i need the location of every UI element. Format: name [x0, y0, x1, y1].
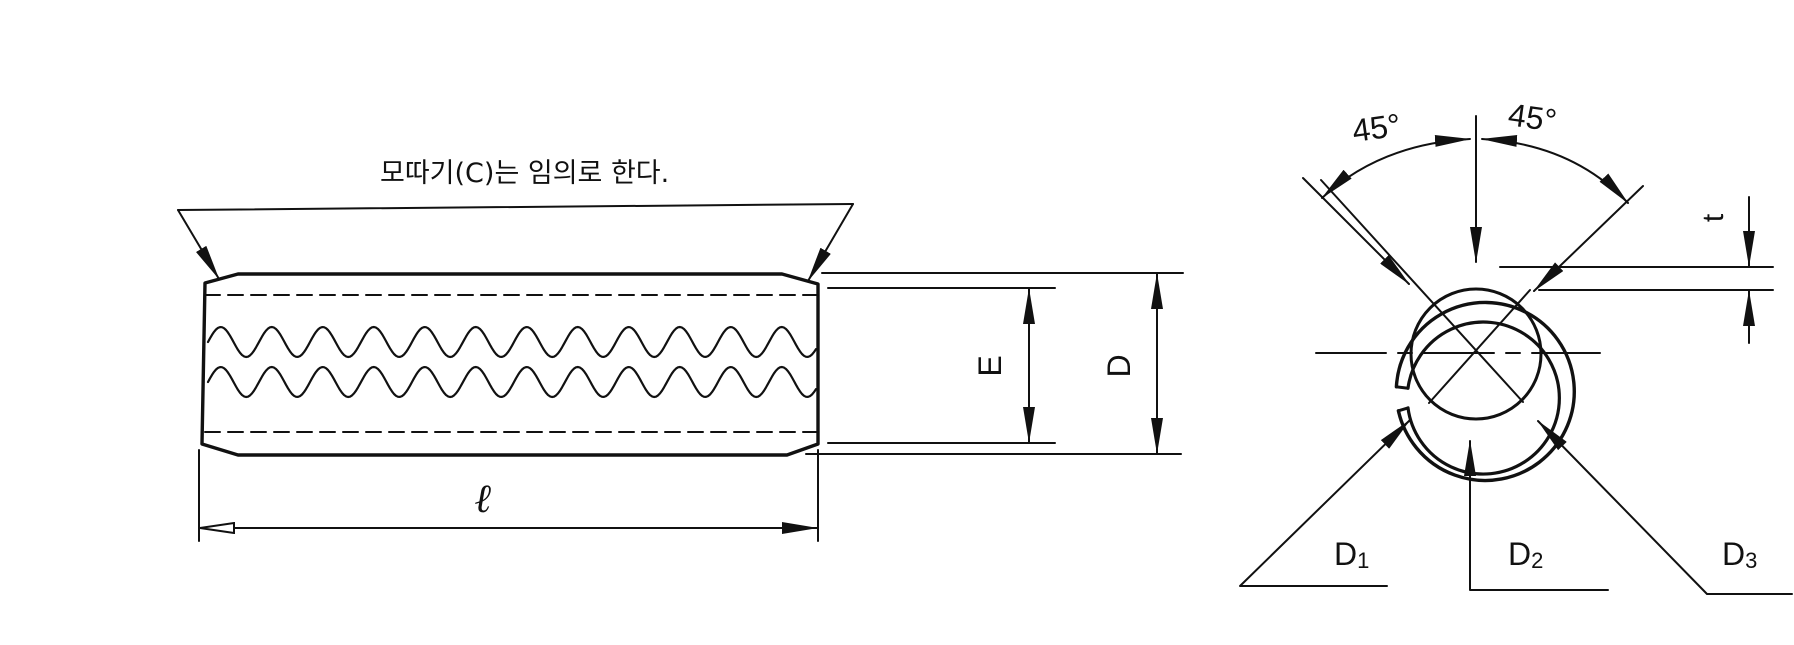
- slot-wave-bottom: [206, 365, 818, 399]
- chamfer-note: 모따기(C)는 임의로 한다.: [380, 158, 669, 189]
- inner-diameter-label: E: [972, 355, 1008, 376]
- chamfer-leader-right: [807, 203, 854, 282]
- d3-label: D3: [1722, 536, 1757, 573]
- outer-ring: [1394, 300, 1576, 483]
- slot-edge-1: [1394, 385, 1410, 390]
- outer-diameter-label: D: [1101, 354, 1137, 377]
- angle-ray-left: [1302, 177, 1410, 285]
- slot-edge-2: [1396, 406, 1410, 413]
- end-view: [1239, 115, 1793, 595]
- angle-arc-right: [1481, 134, 1629, 204]
- angle-left-label: 45°: [1350, 107, 1403, 149]
- angle-right-label: 45°: [1506, 96, 1559, 138]
- diagonal-line-1: [1320, 179, 1524, 403]
- length-label: ℓ: [475, 476, 492, 521]
- d3-leader: [1537, 420, 1793, 595]
- middle-ring: [1406, 320, 1561, 476]
- slot-wave-top: [206, 325, 818, 359]
- d1-leader: [1239, 419, 1411, 587]
- chamfer-leader-left: [177, 209, 220, 280]
- angle-arc-left: [1321, 134, 1471, 199]
- chamfer-leader-top: [177, 203, 854, 211]
- d1-label: D1: [1334, 536, 1369, 573]
- d2-leader: [1464, 440, 1609, 591]
- thickness-label: t: [1697, 213, 1730, 222]
- side-view: [177, 203, 1184, 542]
- pin-body-outline: [200, 272, 820, 457]
- diagonal-line-2: [1428, 289, 1531, 404]
- d2-label: D2: [1508, 536, 1543, 573]
